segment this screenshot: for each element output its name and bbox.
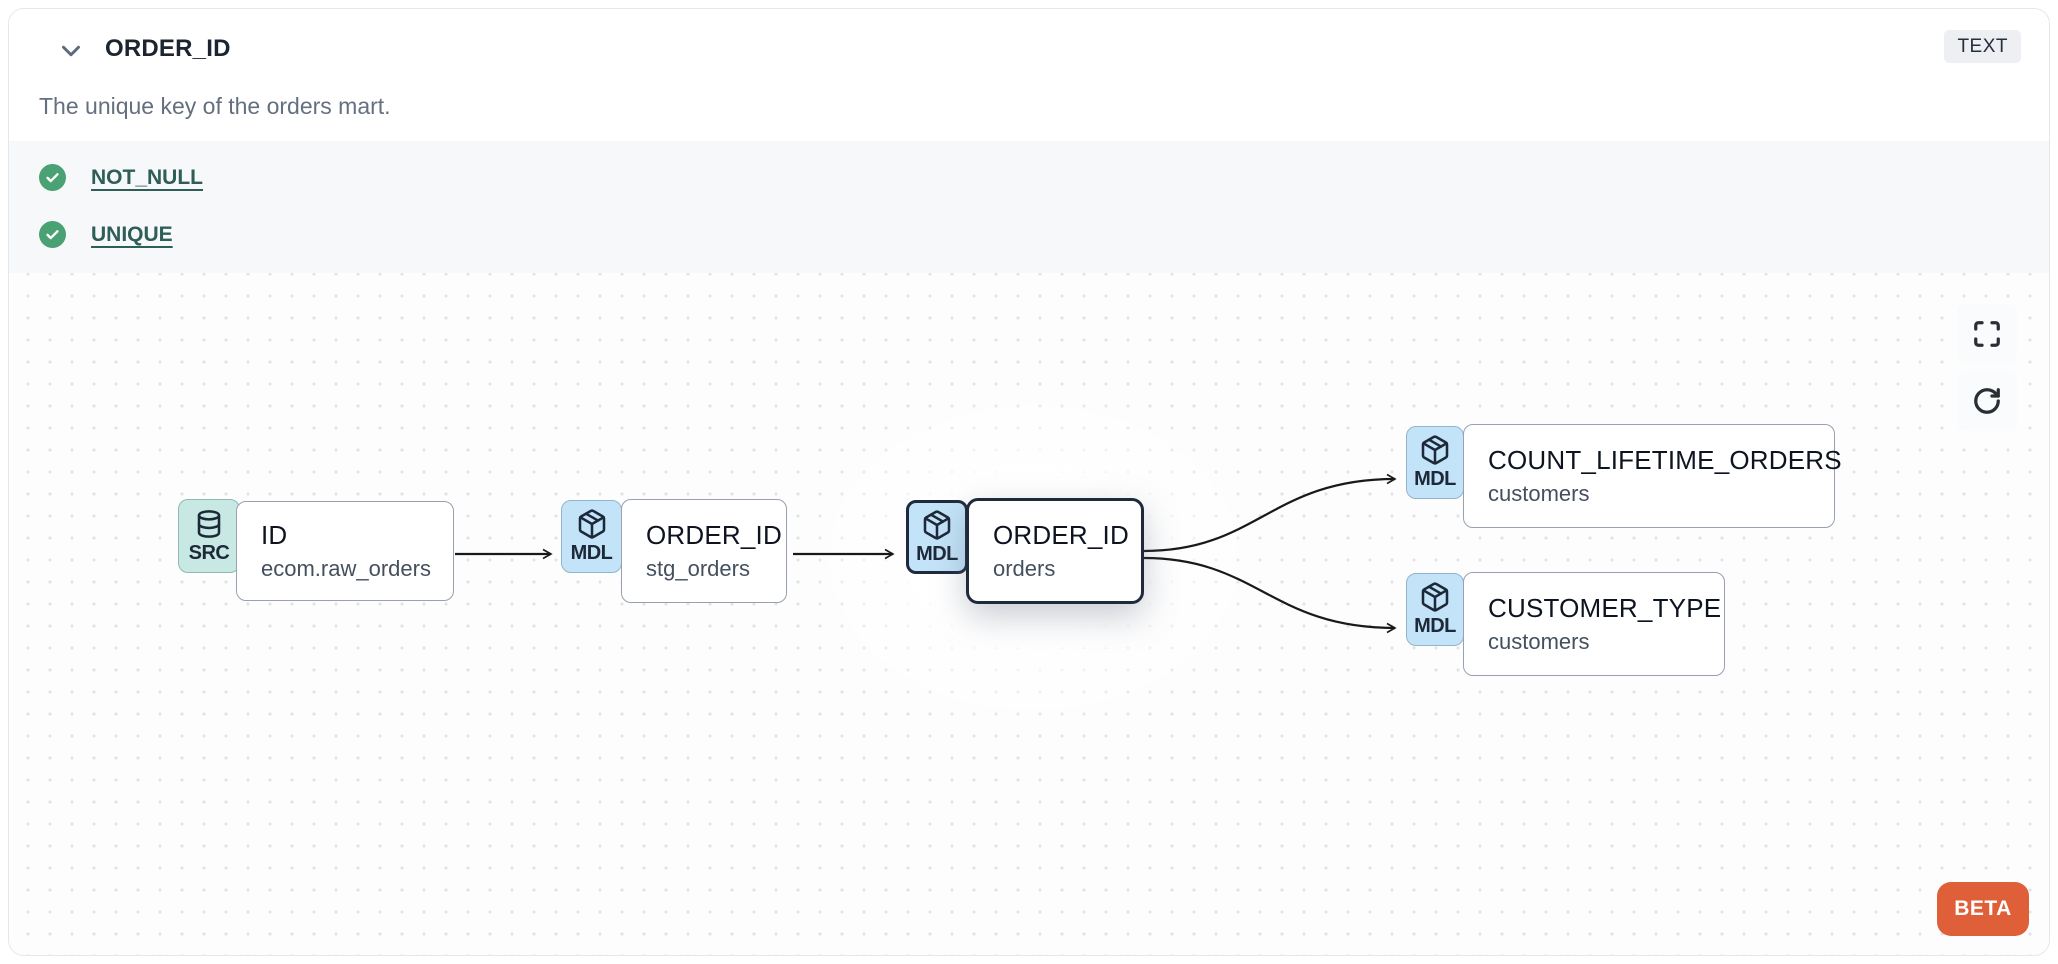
node-title: COUNT_LIFETIME_ORDERS [1488, 445, 1842, 475]
column-detail-panel: ORDER_ID TEXT The unique key of the orde… [8, 8, 2050, 956]
test-row: NOT_NULL [39, 149, 2049, 206]
node-card: ORDER_ID stg_orders [621, 499, 787, 603]
node-card: ORDER_ID orders [966, 498, 1144, 604]
chevron-down-icon [56, 36, 86, 66]
node-type-badge: MDL [1406, 426, 1464, 499]
database-icon [193, 508, 225, 540]
node-kind-label: MDL [1414, 615, 1456, 637]
package-icon [1419, 581, 1451, 613]
beta-badge: BETA [1937, 882, 2029, 936]
node-kind-label: MDL [570, 542, 613, 564]
node-kind-label: SRC [188, 541, 230, 564]
package-icon [921, 509, 953, 541]
lineage-canvas[interactable]: SRC ID ecom.raw_orders MDL ORDER_ID stg_… [9, 273, 2049, 955]
refresh-button[interactable] [1957, 371, 2017, 431]
node-title: CUSTOMER_TYPE [1488, 593, 1722, 623]
refresh-icon [1972, 386, 2002, 416]
node-kind-label: MDL [1414, 468, 1456, 490]
node-type-badge: MDL [1406, 573, 1464, 646]
node-card: ID ecom.raw_orders [236, 501, 454, 601]
collapse-chevron-button[interactable] [53, 33, 89, 69]
column-title: ORDER_ID [105, 35, 231, 62]
node-type-badge: MDL [906, 500, 968, 574]
node-title: ORDER_ID [646, 520, 782, 550]
package-icon [576, 508, 608, 540]
tests-section: NOT_NULL UNIQUE [9, 141, 2049, 273]
lineage-edges [455, 473, 1397, 634]
fullscreen-icon [1972, 319, 2002, 349]
node-title: ID [261, 520, 288, 550]
node-subtitle: stg_orders [646, 556, 750, 581]
node-subtitle: customers [1488, 481, 1590, 506]
node-subtitle: ecom.raw_orders [261, 556, 431, 581]
node-title: ORDER_ID [993, 520, 1129, 550]
node-type-badge: MDL [561, 500, 622, 573]
test-pass-check-icon [39, 221, 66, 248]
column-header: ORDER_ID TEXT The unique key of the orde… [9, 9, 2049, 141]
fullscreen-button[interactable] [1957, 304, 2017, 364]
node-card: CUSTOMER_TYPE customers [1463, 572, 1725, 676]
test-row: UNIQUE [39, 206, 2049, 263]
node-subtitle: customers [1488, 629, 1590, 654]
node-type-badge: SRC [178, 499, 240, 573]
node-subtitle: orders [993, 556, 1056, 581]
test-pass-check-icon [39, 164, 66, 191]
package-icon [1419, 434, 1451, 466]
node-kind-label: MDL [916, 542, 958, 565]
column-description: The unique key of the orders mart. [39, 93, 391, 119]
node-card: COUNT_LIFETIME_ORDERS customers [1463, 424, 1842, 528]
test-unique-link[interactable]: UNIQUE [91, 222, 173, 246]
test-not-null-link[interactable]: NOT_NULL [91, 165, 203, 189]
column-type-badge: TEXT [1944, 30, 2021, 63]
